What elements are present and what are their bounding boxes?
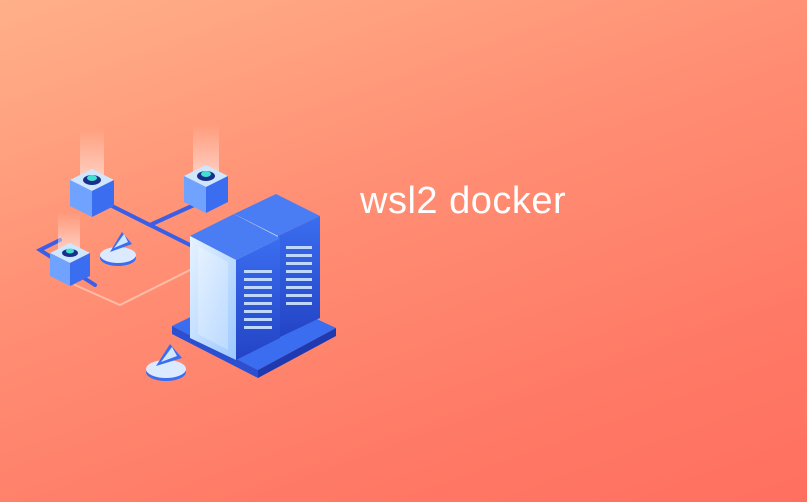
page-title: wsl2 docker bbox=[360, 180, 567, 222]
satellite-dish-icon bbox=[146, 344, 186, 381]
network-node-icon bbox=[50, 243, 90, 286]
server-rack-icon bbox=[190, 214, 280, 360]
network-node-icon bbox=[70, 169, 114, 217]
satellite-dish-icon bbox=[100, 232, 136, 266]
network-node-icon bbox=[184, 165, 228, 213]
